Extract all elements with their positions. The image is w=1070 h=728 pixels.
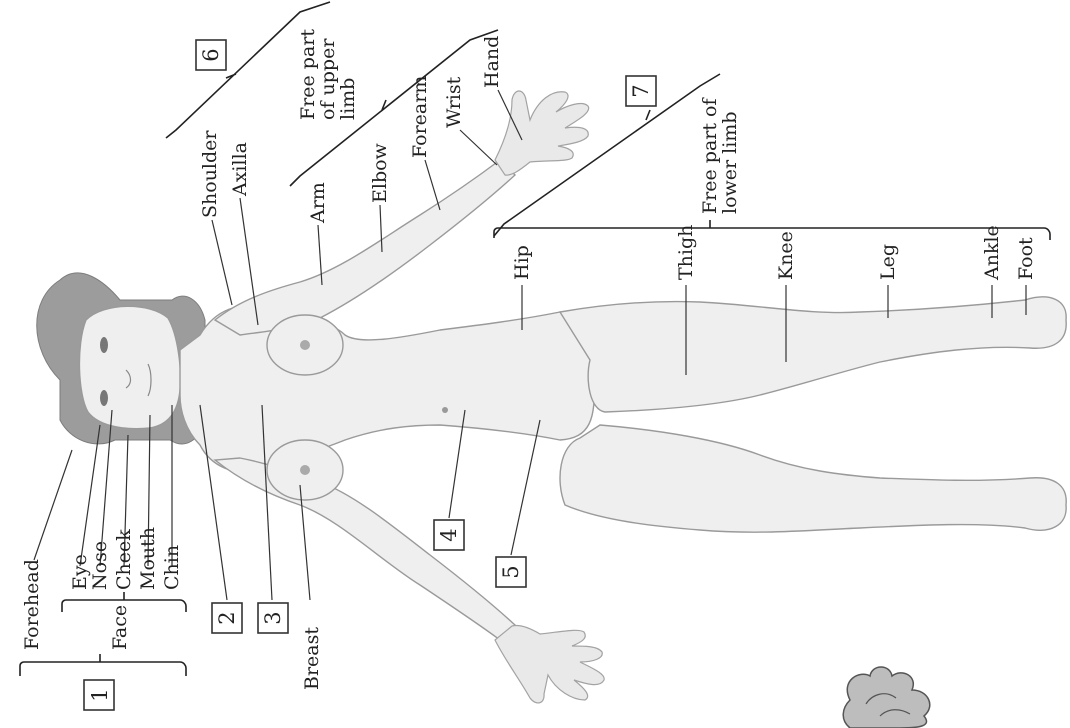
decorative-emblem [843,667,930,728]
label-leg: Leg [877,244,899,280]
label-ankle: Ankle [981,225,1003,281]
box-4: 4 [434,520,464,550]
label-chin: Chin [161,545,183,590]
label-hip: Hip [511,245,533,280]
box-6-number: 6 [199,48,223,61]
eye-shape [100,390,108,406]
hand-top [495,91,589,175]
label-breast: Breast [301,627,323,690]
label-free-upper-line2: of upper [317,38,339,120]
label-forearm: Forearm [409,76,431,158]
brace-free-lower [494,220,1050,240]
face [79,306,180,428]
label-mouth: Mouth [137,527,159,590]
box-4-number: 4 [437,528,461,541]
eye-shape [100,337,108,353]
box-7: 7 [626,76,656,106]
label-shoulder: Shoulder [199,130,221,218]
label-foot: Foot [1015,237,1037,280]
label-nose: Nose [89,541,111,590]
label-knee: Knee [775,231,797,280]
label-axilla: Axilla [229,142,251,197]
label-face: Face [109,605,131,650]
arm-top [215,160,515,335]
label-wrist: Wrist [443,76,465,128]
box-5-number: 5 [499,565,523,578]
box-1-number: 1 [88,688,112,701]
label-hand: Hand [481,36,503,88]
leg-top [560,297,1066,412]
label-thigh: Thigh [675,225,697,280]
box-3: 3 [258,603,288,633]
label-forehead: Forehead [21,559,43,650]
hand-bottom [495,625,604,702]
box-7-number: 7 [629,84,653,97]
box-2-number: 2 [215,611,239,624]
brace-head [20,654,186,676]
box-5: 5 [496,557,526,587]
body-figure [37,91,1066,703]
label-free-lower-line1: Free part of [699,97,721,214]
box-3-number: 3 [261,611,285,624]
box-2: 2 [212,603,242,633]
label-free-lower-line2: lower limb [719,112,741,214]
label-arm: Arm [307,182,329,224]
label-free-upper-line1: Free part [297,29,319,120]
label-free-upper-line3: limb [337,78,359,120]
label-elbow: Elbow [369,142,391,203]
label-cheek: Cheek [113,529,135,590]
box-1: 1 [84,680,114,710]
leg-bottom [560,425,1066,532]
label-eye: Eye [69,554,91,590]
box-6: 6 [196,40,226,70]
